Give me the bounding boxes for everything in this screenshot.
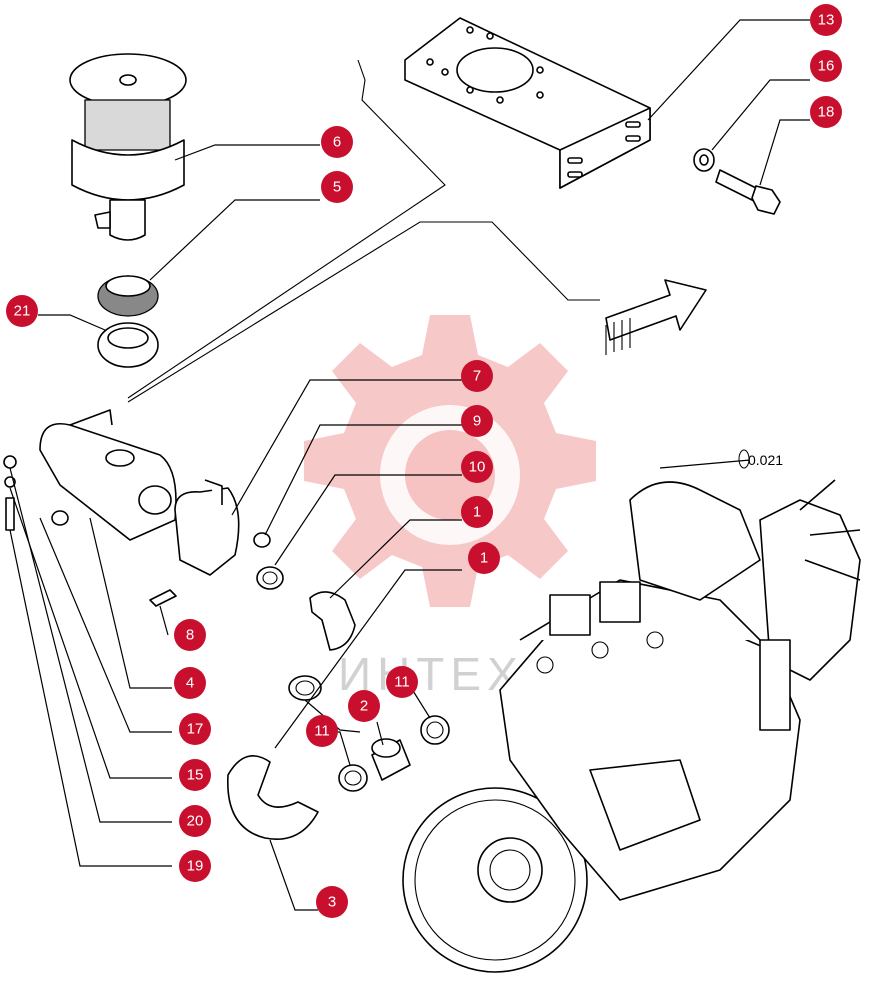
svg-text:1: 1 (480, 550, 488, 567)
callout-2: 2 (348, 690, 380, 722)
engine-assembly (402, 479, 861, 973)
svg-text:11: 11 (394, 674, 410, 691)
callout-11-right: 11 (386, 666, 418, 698)
callout-8: 8 (174, 619, 206, 651)
svg-text:1: 1 (473, 504, 481, 521)
hose-clamp-left (288, 675, 322, 701)
svg-text:10: 10 (469, 459, 486, 476)
elbow-hose (309, 591, 356, 651)
reference-note-text: 0.021 (748, 452, 783, 468)
callout-13: 13 (810, 4, 842, 36)
callout-20: 20 (179, 805, 211, 837)
callout-5: 5 (321, 171, 353, 203)
svg-text:9: 9 (473, 413, 481, 430)
callout-15: 15 (179, 759, 211, 791)
mounting-clamp (174, 479, 240, 576)
svg-text:6: 6 (333, 134, 341, 151)
air-filter-element (69, 53, 187, 241)
bolt-long (715, 169, 781, 215)
callout-4: 4 (174, 667, 206, 699)
svg-text:15: 15 (187, 767, 204, 784)
callout-9: 9 (461, 405, 493, 437)
callout-6: 6 (321, 126, 353, 158)
svg-text:17: 17 (187, 721, 204, 738)
svg-text:13: 13 (818, 12, 835, 29)
svg-text:20: 20 (187, 813, 204, 830)
callout-11-left: 11 (306, 715, 338, 747)
svg-text:18: 18 (818, 104, 835, 121)
nut (253, 532, 271, 548)
direction-arrow (605, 279, 707, 355)
hose-clamp-right (420, 715, 450, 745)
svg-text:4: 4 (186, 675, 194, 692)
reference-note: 0.021 (738, 449, 783, 469)
callout-19: 19 (179, 850, 211, 882)
callout-leader-lines (9, 19, 810, 911)
svg-text:5: 5 (333, 179, 341, 196)
rubber-sleeve (97, 275, 159, 317)
callout-3: 3 (316, 886, 348, 918)
svg-text:7: 7 (473, 368, 481, 385)
svg-text:3: 3 (328, 894, 336, 911)
svg-text:2: 2 (360, 698, 368, 715)
rubber-ring (97, 322, 159, 368)
hose-clamp-lower (338, 764, 368, 792)
svg-text:16: 16 (818, 58, 835, 75)
engine-bracket (404, 17, 651, 189)
washer (693, 148, 715, 172)
svg-text:21: 21 (14, 303, 31, 320)
svg-text:8: 8 (186, 627, 194, 644)
callout-17: 17 (179, 713, 211, 745)
hose-clamp (256, 566, 284, 590)
callout-16: 16 (810, 50, 842, 82)
bolt (149, 589, 177, 607)
callout-21: 21 (6, 295, 38, 327)
curved-hose (227, 755, 319, 840)
straight-sleeve (371, 738, 411, 781)
assembly-guide-lines (127, 59, 600, 403)
svg-text:11: 11 (314, 723, 330, 740)
callout-7: 7 (461, 360, 493, 392)
callout-10: 10 (461, 451, 493, 483)
callout-18: 18 (810, 96, 842, 128)
svg-text:19: 19 (187, 858, 204, 875)
callout-1-upper: 1 (461, 496, 493, 528)
callout-1-lower: 1 (468, 542, 500, 574)
